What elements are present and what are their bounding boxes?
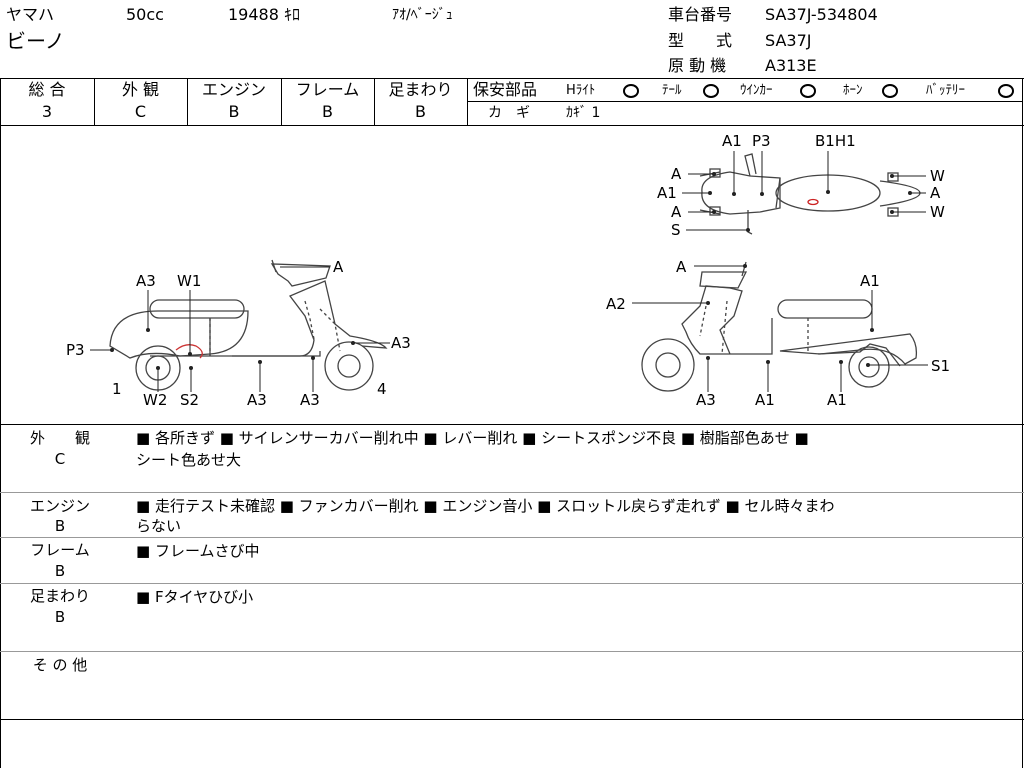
type-value: SA37J (765, 31, 812, 50)
ok-circle-icon (800, 84, 816, 98)
overall-value: 3 (41, 102, 53, 121)
engine-grade-label: エンジン (201, 80, 266, 99)
divider (0, 651, 1024, 652)
label-s1: S1 (931, 357, 950, 375)
label-a3: A3 (696, 391, 716, 409)
section-label: エンジン (29, 497, 90, 515)
divider (467, 101, 1023, 102)
key-value: ｶｷﾞ 1 (566, 105, 601, 121)
engine-grade-value: B (228, 102, 240, 121)
section-label: そ の 他 (32, 656, 88, 674)
chassis-value: SA37J-534804 (765, 5, 878, 24)
label-a3: A3 (300, 391, 320, 409)
section-grade: B (54, 562, 66, 580)
section-remarks: ■ フレームさび中 (136, 542, 260, 560)
divider (0, 537, 1024, 538)
safety-item-winker: ｳｲﾝｶｰ (740, 83, 773, 98)
type-label: 型 式 (668, 31, 733, 50)
label-a1: A1 (827, 391, 847, 409)
scooter-top-view (699, 153, 921, 235)
label-s: S (671, 221, 681, 239)
suspension-grade-value: B (415, 102, 426, 121)
divider (281, 78, 282, 125)
ok-circle-icon (623, 84, 639, 98)
leader-lines (90, 151, 928, 392)
section-label: 足まわり (29, 587, 90, 605)
label-a1: A1 (860, 272, 880, 290)
safety-item-tail: ﾃｰﾙ (662, 83, 682, 98)
label-a3: A3 (391, 334, 411, 352)
scooter-left-view (109, 259, 388, 391)
section-grade: B (54, 517, 66, 535)
label-s2: S2 (180, 391, 199, 409)
label-b1h1: B1H1 (815, 132, 856, 150)
key-label: カ ギ (488, 105, 530, 121)
leader-dots (110, 172, 912, 370)
divider (0, 125, 1024, 126)
label-a3: A3 (247, 391, 267, 409)
suspension-grade-label: 足まわり (388, 80, 453, 99)
safety-label: 保安部品 (473, 80, 538, 99)
divider (0, 78, 1024, 79)
label-a1: A1 (722, 132, 742, 150)
label-w2: W2 (143, 391, 167, 409)
safety-item-horn: ﾎｰﾝ (843, 83, 863, 98)
label-a2: A2 (606, 295, 626, 313)
section-grade: B (54, 608, 66, 626)
divider (0, 719, 1024, 720)
safety-item-battery: ﾊﾞｯﾃﾘｰ (926, 83, 965, 98)
model-name: ビーノ (6, 29, 65, 53)
label-p3: P3 (66, 341, 85, 359)
divider (94, 78, 95, 125)
exterior-value: C (134, 102, 147, 121)
divider (374, 78, 375, 125)
label-1: 1 (112, 380, 122, 398)
ok-circle-icon (998, 84, 1014, 98)
label-p3: P3 (752, 132, 771, 150)
label-a1: A1 (657, 184, 677, 202)
engine-label: 原 動 機 (668, 56, 727, 75)
label-w1: W1 (177, 272, 201, 290)
divider (0, 78, 1, 768)
divider (187, 78, 188, 125)
label-w: W (930, 203, 945, 221)
scooter-damage-diagram: A3 W1 P3 1 W2 S2 A3 A3 4 A3 A A A2 A1 S1… (66, 132, 950, 409)
chassis-label: 車台番号 (668, 5, 733, 24)
safety-item-headlight: Hﾗｲﾄ (566, 83, 596, 98)
exterior-label: 外 観 (121, 80, 160, 99)
engine-value: A313E (765, 56, 817, 75)
ok-circle-icon (882, 84, 898, 98)
section-label: 外 観 (29, 429, 90, 447)
divider (0, 424, 1024, 425)
divider (0, 492, 1024, 493)
label-a: A (333, 258, 344, 276)
ok-circle-icon (703, 84, 719, 98)
label-a1: A1 (755, 391, 775, 409)
section-remarks: ■ 各所きず ■ サイレンサーカバー削れ中 ■ レバー削れ ■ シートスポンジ不… (136, 429, 809, 447)
section-remarks: ■ Fタイヤひび小 (136, 588, 254, 606)
label-w: W (930, 167, 945, 185)
maker: ヤマハ (6, 5, 55, 24)
section-grade: C (54, 450, 66, 468)
section-label: フレーム (30, 541, 90, 559)
label-a: A (671, 165, 682, 183)
section-remarks: らない (136, 517, 182, 535)
label-a3: A3 (136, 272, 156, 290)
section-remarks: シート色あせ大 (136, 451, 242, 469)
scooter-right-view (641, 261, 918, 392)
label-a: A (676, 258, 687, 276)
section-remarks: ■ 走行テスト未確認 ■ ファンカバー削れ ■ エンジン音小 ■ スロットル戻ら… (136, 497, 835, 515)
label-a: A (930, 184, 941, 202)
mileage: 19488 ｷﾛ (228, 5, 300, 24)
overall-label: 総 合 (28, 80, 66, 99)
frame-grade-label: フレーム (295, 80, 360, 99)
frame-grade-value: B (322, 102, 333, 121)
label-a: A (671, 203, 682, 221)
displacement: 50cc (126, 5, 164, 24)
label-4: 4 (377, 380, 387, 398)
body-color: ｱｵ/ﾍﾞｰｼﾞｭ (392, 7, 453, 23)
divider (1022, 78, 1023, 768)
divider (0, 583, 1024, 584)
